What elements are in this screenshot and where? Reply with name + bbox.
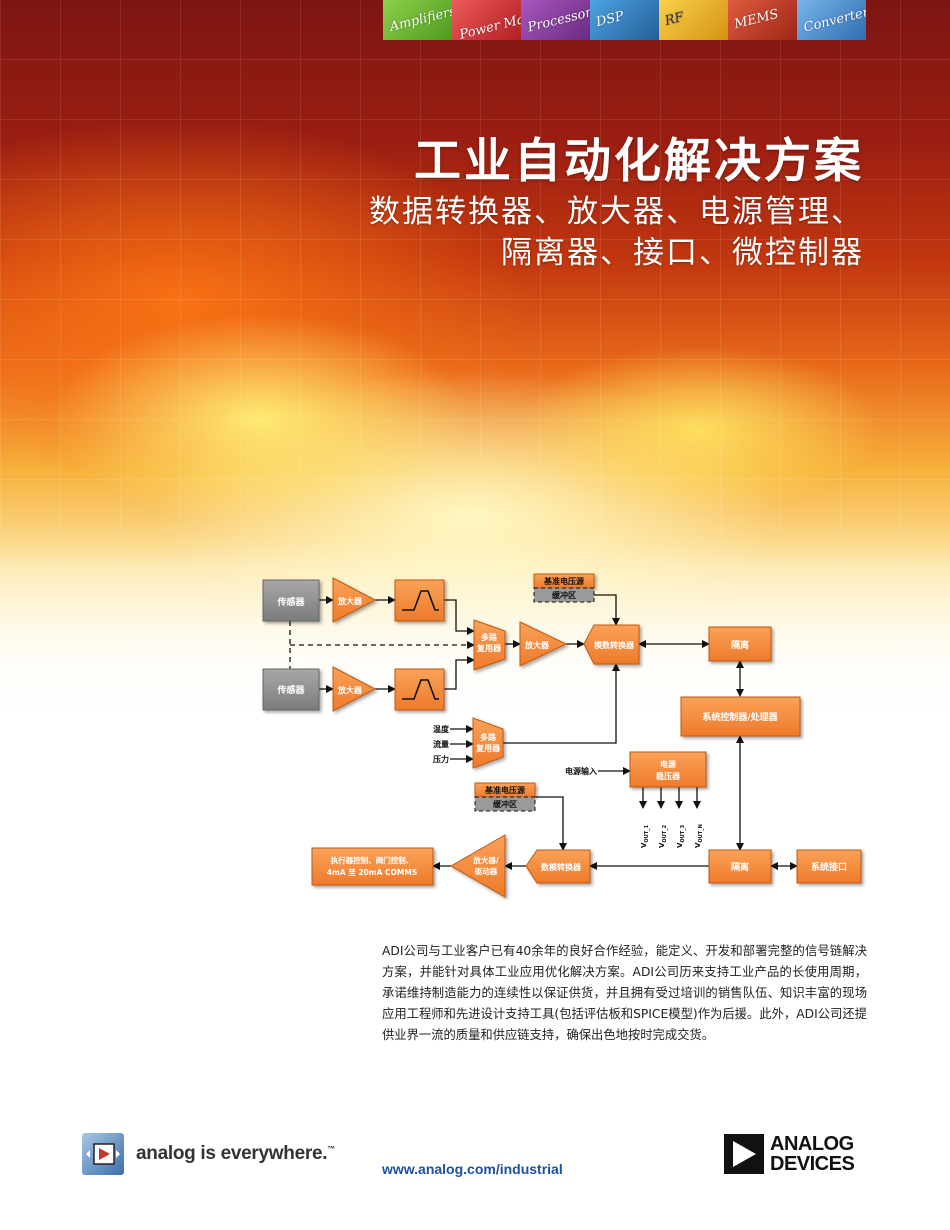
mux-block	[472, 717, 504, 769]
svg-text:VOUT_3: VOUT_3	[676, 824, 686, 848]
controller-label: 系统控制器/处理器	[702, 711, 778, 723]
page-title: 工业自动化解决方案	[414, 134, 864, 189]
vout-sub: OUT_3	[680, 824, 686, 842]
reference-label: 基准电压源	[543, 576, 584, 586]
svg-text:VOUT_1: VOUT_1	[640, 824, 650, 848]
amplifier-label: 放大器	[524, 640, 550, 650]
vout-sub: OUT_2	[662, 824, 668, 842]
adc-label: 模数转换器	[594, 640, 635, 650]
sensor-label: 传感器	[276, 684, 305, 696]
logo-text-line: ANALOG	[770, 1133, 854, 1155]
signal-chain-diagram: 传感器 传感器 放大器 放大器 多路 复用器 放大器 基准电压源 缓冲区 模数转…	[262, 573, 862, 898]
play-icon	[82, 1133, 124, 1175]
title-block: 工业自动化解决方案 数据转换器、放大器、电源管理、 隔离器、接口、微控制器	[369, 132, 864, 274]
body-paragraph: ADI公司与工业客户已有40余年的良好合作经验，能定义、开发和部署完整的信号链解…	[382, 944, 867, 1042]
input-label: 温度	[433, 724, 450, 734]
mux-label: 复用器	[475, 743, 501, 753]
logo-triangle-icon	[724, 1134, 764, 1174]
vout-labels: VOUT_1 VOUT_2 VOUT_3 VOUT_N	[640, 824, 704, 848]
filter-block	[394, 579, 445, 622]
tagline-text: analog is everywhere.	[136, 1143, 328, 1164]
driver-label: 放大器/	[472, 855, 498, 865]
website-link[interactable]: www.analog.com/industrial	[382, 1161, 563, 1177]
bandpass-icon	[402, 679, 439, 700]
mux-label: 多路	[480, 732, 497, 742]
amplifier-label: 放大器	[337, 596, 363, 606]
vout-sub: OUT_N	[698, 824, 704, 842]
isolation-label: 隔离	[731, 861, 749, 873]
vout-v: V	[640, 842, 648, 848]
banner-tile[interactable]: Power Management	[452, 0, 521, 40]
mux-block	[473, 619, 506, 671]
subtitle-line: 数据转换器、放大器、电源管理、	[369, 194, 864, 230]
buffer-label: 缓冲区	[552, 590, 576, 600]
amplifier-triangle	[332, 577, 377, 623]
banner-tile[interactable]: MEMS	[728, 0, 797, 40]
controller-block	[680, 696, 801, 737]
banner-tile[interactable]: RF	[659, 0, 728, 40]
buffer-label: 缓冲区	[493, 799, 517, 809]
mux-label: 多路	[481, 632, 498, 642]
amplifier-triangle	[519, 621, 568, 667]
banner-tile[interactable]: Converters	[797, 0, 866, 40]
analog-devices-logo: ANALOG DEVICES	[724, 1133, 855, 1175]
mux-label: 复用器	[476, 643, 502, 653]
regulator-label: 电源	[660, 759, 676, 769]
adc-block	[583, 624, 640, 665]
tagline: analog is everywhere.™	[82, 1133, 335, 1175]
banner-tile[interactable]: DSP	[590, 0, 659, 40]
interface-block	[796, 849, 862, 884]
vout-v: V	[658, 842, 666, 848]
reference-label: 基准电压源	[484, 785, 525, 795]
sensor-label: 传感器	[276, 596, 305, 608]
vout-v: V	[694, 842, 702, 848]
driver-triangle	[449, 834, 506, 898]
product-banner: Amplifiers Power Management Processors D…	[383, 0, 866, 40]
subtitle-line: 隔离器、接口、微控制器	[501, 235, 864, 271]
actuator-label: 4mA 至 20mA COMMS	[327, 868, 417, 877]
filter-block	[394, 668, 445, 711]
banner-tile[interactable]: Amplifiers	[383, 0, 452, 40]
amplifier-label: 放大器	[337, 685, 363, 695]
isolation-label: 隔离	[731, 639, 749, 651]
sensor-block	[262, 668, 320, 711]
driver-label: 驱动器	[475, 866, 498, 876]
banner-tile[interactable]: Processors	[521, 0, 590, 40]
dac-block	[525, 849, 591, 884]
trademark: ™	[327, 1144, 335, 1154]
dac-label: 数模转换器	[541, 862, 582, 872]
svg-text:VOUT_2: VOUT_2	[658, 824, 668, 848]
interface-label: 系统接口	[811, 861, 847, 873]
amplifier-triangle	[332, 666, 377, 712]
logo-text-line: DEVICES	[770, 1153, 855, 1175]
input-label: 压力	[433, 754, 449, 764]
regulator-block	[629, 751, 707, 788]
isolation-block	[708, 849, 772, 884]
actuator-label: 执行器控制、阀门控制、	[331, 855, 414, 865]
sensor-block	[262, 579, 320, 622]
bandpass-icon	[402, 590, 439, 611]
regulator-label: 稳压器	[656, 771, 681, 781]
isolation-block	[708, 626, 772, 662]
vout-sub: OUT_1	[644, 824, 650, 842]
svg-text:VOUT_N: VOUT_N	[694, 824, 704, 848]
vout-v: V	[676, 842, 684, 848]
actuator-block	[311, 847, 434, 886]
power-input-label: 电源输入	[565, 766, 597, 776]
buffer-block	[474, 796, 536, 812]
input-label: 流量	[433, 739, 449, 749]
buffer-block	[533, 587, 595, 603]
diagram-connections	[289, 594, 798, 870]
